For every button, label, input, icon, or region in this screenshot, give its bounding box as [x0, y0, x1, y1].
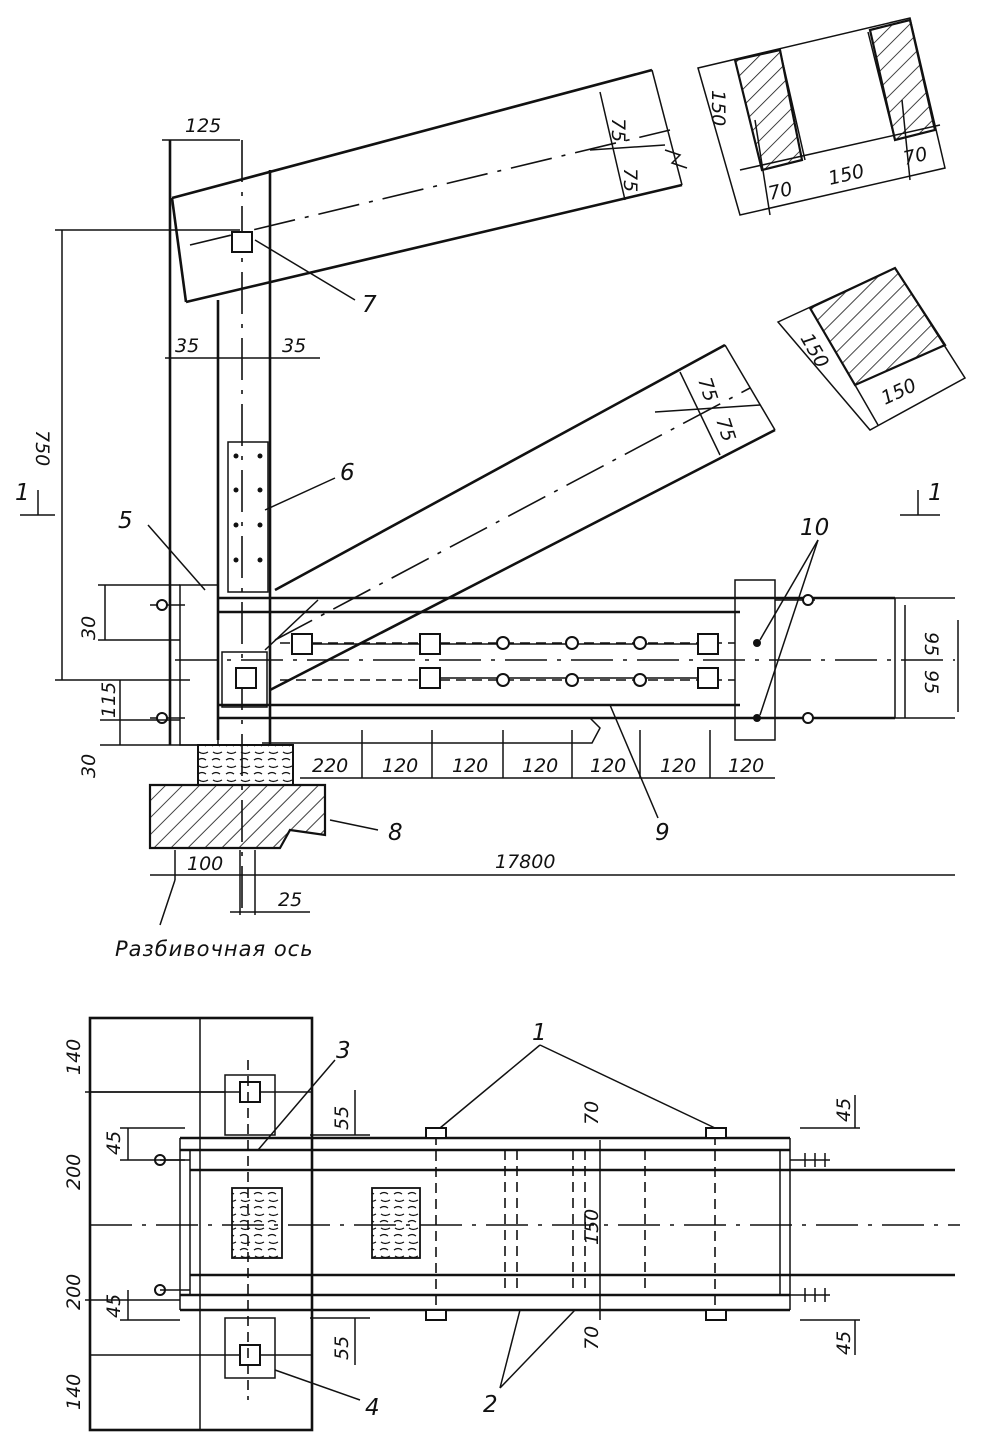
bottom-bracket — [224, 1317, 276, 1379]
callout-7: 7 — [362, 292, 377, 318]
elevation-view: 125 75 75 35 35 750 75 75 30 115 30 95 9… — [15, 17, 967, 961]
dim-750: 750 — [31, 430, 53, 466]
upper-rafter — [170, 68, 688, 304]
section-mark-left: 1 — [15, 480, 30, 506]
plate-6-bolts — [233, 453, 263, 563]
upper-section-w1: 70 — [766, 178, 795, 205]
upper-section — [697, 17, 946, 216]
upper-section-height: 150 — [707, 90, 729, 126]
dim-45-c: 45 — [833, 1098, 855, 1122]
callout-1: 1 — [532, 1020, 547, 1046]
round-bolts — [496, 636, 647, 687]
callout-2: 2 — [483, 1392, 498, 1418]
callout-5: 5 — [118, 508, 133, 534]
callout-8: 8 — [388, 820, 403, 846]
callout-leaders — [147, 239, 819, 831]
layout-axis-caption: Разбивочная ось — [115, 937, 314, 961]
callout-9: 9 — [655, 820, 670, 846]
dim-45-a: 45 — [103, 1131, 125, 1155]
end-plate-10 — [734, 579, 776, 741]
plan-view: 140 200 45 55 200 45 55 140 70 150 70 45… — [63, 1016, 960, 1432]
dim-120-3: 120 — [522, 755, 558, 777]
dim-140-b: 140 — [63, 1374, 85, 1410]
dim-45-d: 45 — [833, 1331, 855, 1355]
dim-150: 150 — [581, 1209, 603, 1245]
dim-95-b: 95 — [920, 670, 942, 694]
tie-beam — [175, 596, 955, 744]
dim-200-a: 200 — [63, 1154, 85, 1190]
dim-30-b: 30 — [78, 754, 100, 778]
dim-75-a: 75 — [607, 118, 629, 142]
dim-17800: 17800 — [495, 851, 555, 873]
dimension-lines — [20, 139, 959, 926]
dim-25: 25 — [278, 889, 302, 911]
dim-200-b: 200 — [63, 1274, 85, 1310]
dim-55-a: 55 — [331, 1106, 353, 1130]
dim-220: 220 — [312, 755, 348, 777]
dim-120-4: 120 — [590, 755, 626, 777]
dim-35-left: 35 — [175, 335, 199, 357]
dim-95-a: 95 — [920, 632, 942, 656]
upper-section-w2: 150 — [826, 160, 866, 190]
lower-section-width: 150 — [878, 374, 920, 409]
dim-45-b: 45 — [103, 1294, 125, 1318]
lower-strut — [269, 343, 776, 692]
dim-115: 115 — [98, 682, 120, 718]
dim-70-a: 70 — [581, 1101, 603, 1125]
dim-75-b: 75 — [619, 168, 641, 192]
callout-4: 4 — [365, 1395, 380, 1421]
square-bolts — [231, 231, 719, 689]
dim-100: 100 — [187, 853, 223, 875]
dim-70-b: 70 — [581, 1326, 603, 1350]
top-bracket — [224, 1074, 276, 1136]
section-mark-right: 1 — [928, 480, 943, 506]
dim-120-2: 120 — [452, 755, 488, 777]
upper-section-w3: 70 — [901, 143, 930, 170]
dim-35-right: 35 — [282, 335, 306, 357]
lower-section — [776, 266, 967, 431]
dim-75-c: 75 — [693, 375, 721, 405]
dim-120-6: 120 — [728, 755, 764, 777]
dim-120-1: 120 — [382, 755, 418, 777]
callout-3: 3 — [336, 1038, 351, 1064]
end-plate-5 — [179, 584, 219, 746]
wall-support — [148, 744, 327, 850]
dim-30-a: 30 — [78, 616, 100, 640]
dim-125: 125 — [185, 115, 221, 137]
plate-6 — [227, 441, 269, 593]
dim-55-b: 55 — [331, 1336, 353, 1360]
callout-10: 10 — [800, 515, 829, 541]
dim-140-a: 140 — [63, 1039, 85, 1075]
wall-block — [88, 1016, 314, 1432]
dim-120-5: 120 — [660, 755, 696, 777]
callout-6: 6 — [340, 460, 355, 486]
dim-75-d: 75 — [711, 415, 739, 445]
post-foot-block — [221, 651, 268, 708]
